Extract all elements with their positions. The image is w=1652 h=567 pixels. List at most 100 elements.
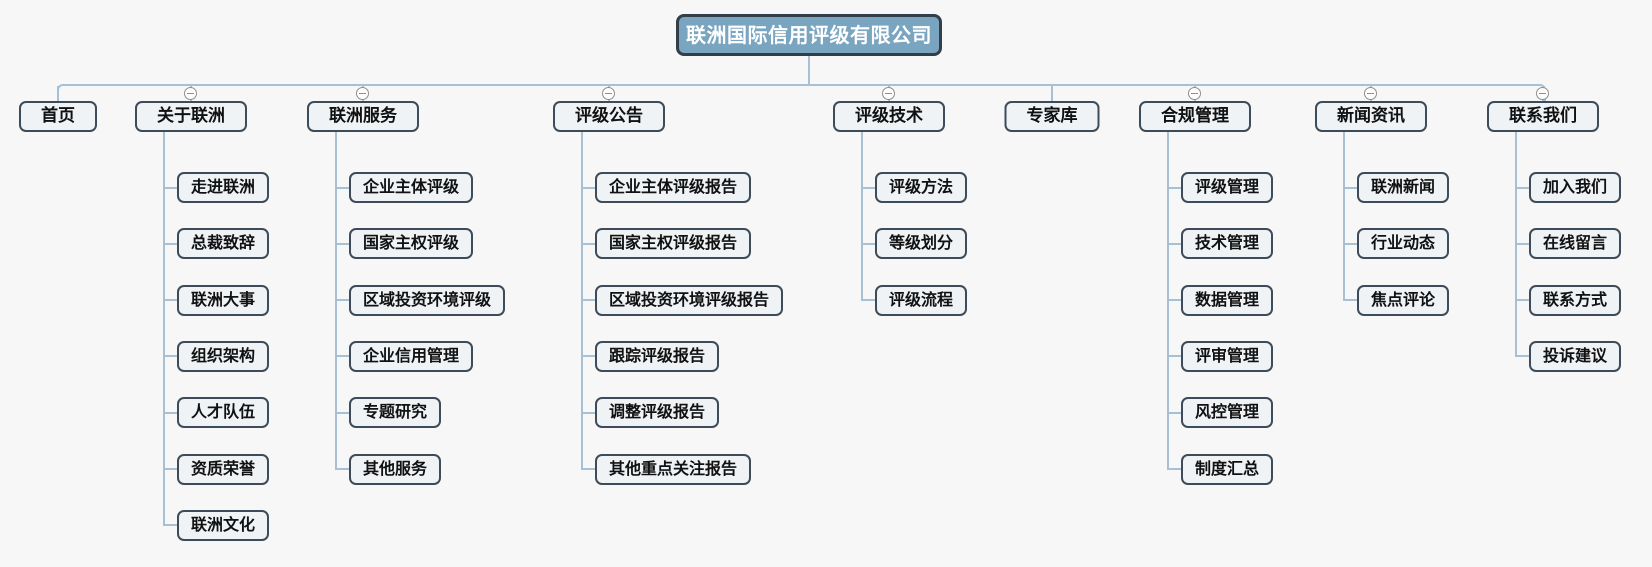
branch-node-home[interactable]: 首页 <box>19 101 97 132</box>
leaf-node[interactable]: 走进联洲 <box>177 172 270 203</box>
minus-icon <box>187 93 194 94</box>
leaf-node[interactable]: 等级划分 <box>875 228 968 259</box>
child-stub-line <box>1515 355 1529 358</box>
leaf-node[interactable]: 区域投资环境评级报告 <box>595 285 784 316</box>
minus-icon <box>1367 93 1374 94</box>
leaf-node[interactable]: 技术管理 <box>1181 228 1274 259</box>
minus-icon <box>605 93 612 94</box>
child-stub-line <box>335 411 349 414</box>
collapse-toggle-contact-us[interactable] <box>1536 87 1549 100</box>
child-stub-line <box>581 411 595 414</box>
child-stub-line <box>861 186 875 189</box>
child-stub-line <box>581 468 595 470</box>
branch-drop-line <box>57 86 59 101</box>
collapse-toggle-compliance-management[interactable] <box>1188 87 1201 100</box>
child-stub-line <box>163 524 177 527</box>
leaf-node[interactable]: 组织架构 <box>177 341 270 372</box>
leaf-node[interactable]: 国家主权评级报告 <box>595 228 752 259</box>
top-connector-left-corner <box>57 84 71 102</box>
child-stub-line <box>335 299 349 302</box>
root-node-company[interactable]: 联洲国际信用评级有限公司 <box>676 14 942 56</box>
leaf-node[interactable]: 联洲大事 <box>177 285 270 316</box>
leaf-node[interactable]: 制度汇总 <box>1181 454 1274 485</box>
leaf-node[interactable]: 企业主体评级 <box>349 172 474 203</box>
leaf-node[interactable]: 评级流程 <box>875 285 968 316</box>
child-stub-line <box>163 299 177 302</box>
child-stub-line <box>1167 355 1181 358</box>
leaf-node[interactable]: 评级方法 <box>875 172 968 203</box>
branch-node-contact-us[interactable]: 联系我们 <box>1487 101 1599 132</box>
child-stub-line <box>1167 186 1181 189</box>
child-stub-line <box>335 355 349 358</box>
minus-icon <box>1539 93 1546 94</box>
leaf-node[interactable]: 联洲文化 <box>177 510 270 541</box>
branch-node-compliance-management[interactable]: 合规管理 <box>1139 101 1251 132</box>
branch-node-expert-library[interactable]: 专家库 <box>1004 101 1100 132</box>
minus-icon <box>359 93 366 94</box>
child-stub-line <box>1515 186 1529 189</box>
branch-node-rating-technology[interactable]: 评级技术 <box>833 101 945 132</box>
child-stub-line <box>163 411 177 414</box>
leaf-node[interactable]: 联系方式 <box>1529 285 1622 316</box>
child-stub-line <box>163 468 177 470</box>
leaf-node[interactable]: 企业主体评级报告 <box>595 172 752 203</box>
root-drop-line <box>808 56 810 84</box>
leaf-node[interactable]: 其他服务 <box>349 454 442 485</box>
child-stub-line <box>163 355 177 358</box>
child-stub-line <box>581 299 595 302</box>
collapse-toggle-news[interactable] <box>1364 87 1377 100</box>
branch-trunk-line <box>1343 132 1345 302</box>
child-stub-line <box>335 468 349 470</box>
child-stub-line <box>1343 242 1357 245</box>
leaf-node[interactable]: 联洲新闻 <box>1357 172 1450 203</box>
branch-node-rating-announcements[interactable]: 评级公告 <box>553 101 665 132</box>
minus-icon <box>1191 93 1198 94</box>
child-stub-line <box>581 355 595 358</box>
child-stub-line <box>1515 242 1529 245</box>
leaf-node[interactable]: 总裁致辞 <box>177 228 270 259</box>
leaf-node[interactable]: 评级管理 <box>1181 172 1274 203</box>
leaf-node[interactable]: 企业信用管理 <box>349 341 474 372</box>
leaf-node[interactable]: 行业动态 <box>1357 228 1450 259</box>
collapse-toggle-services[interactable] <box>356 87 369 100</box>
branch-node-news[interactable]: 新闻资讯 <box>1315 101 1427 132</box>
leaf-node[interactable]: 风控管理 <box>1181 397 1274 428</box>
leaf-node[interactable]: 专题研究 <box>349 397 442 428</box>
child-stub-line <box>1167 242 1181 245</box>
branch-node-about-us[interactable]: 关于联洲 <box>135 101 247 132</box>
child-stub-line <box>335 242 349 245</box>
child-stub-line <box>163 242 177 245</box>
leaf-node[interactable]: 加入我们 <box>1529 172 1622 203</box>
leaf-node[interactable]: 数据管理 <box>1181 285 1274 316</box>
child-stub-line <box>335 186 349 189</box>
leaf-node[interactable]: 评审管理 <box>1181 341 1274 372</box>
minus-icon <box>885 93 892 94</box>
leaf-node[interactable]: 人才队伍 <box>177 397 270 428</box>
branch-node-services[interactable]: 联洲服务 <box>307 101 419 132</box>
leaf-node[interactable]: 资质荣誉 <box>177 454 270 485</box>
child-stub-line <box>1167 411 1181 414</box>
top-connector-line <box>66 84 1535 86</box>
collapse-toggle-about-us[interactable] <box>184 87 197 100</box>
leaf-node[interactable]: 在线留言 <box>1529 228 1622 259</box>
leaf-node[interactable]: 跟踪评级报告 <box>595 341 720 372</box>
leaf-node[interactable]: 国家主权评级 <box>349 228 474 259</box>
child-stub-line <box>1515 299 1529 302</box>
child-stub-line <box>1167 299 1181 302</box>
leaf-node[interactable]: 投诉建议 <box>1529 341 1622 372</box>
child-stub-line <box>1167 468 1181 470</box>
leaf-node[interactable]: 区域投资环境评级 <box>349 285 506 316</box>
child-stub-line <box>861 242 875 245</box>
branch-trunk-line <box>163 132 165 527</box>
leaf-node[interactable]: 焦点评论 <box>1357 285 1450 316</box>
child-stub-line <box>581 242 595 245</box>
child-stub-line <box>1343 299 1357 302</box>
collapse-toggle-rating-technology[interactable] <box>882 87 895 100</box>
leaf-node[interactable]: 其他重点关注报告 <box>595 454 752 485</box>
child-stub-line <box>581 186 595 189</box>
child-stub-line <box>861 299 875 302</box>
leaf-node[interactable]: 调整评级报告 <box>595 397 720 428</box>
child-stub-line <box>1343 186 1357 189</box>
collapse-toggle-rating-announcements[interactable] <box>602 87 615 100</box>
